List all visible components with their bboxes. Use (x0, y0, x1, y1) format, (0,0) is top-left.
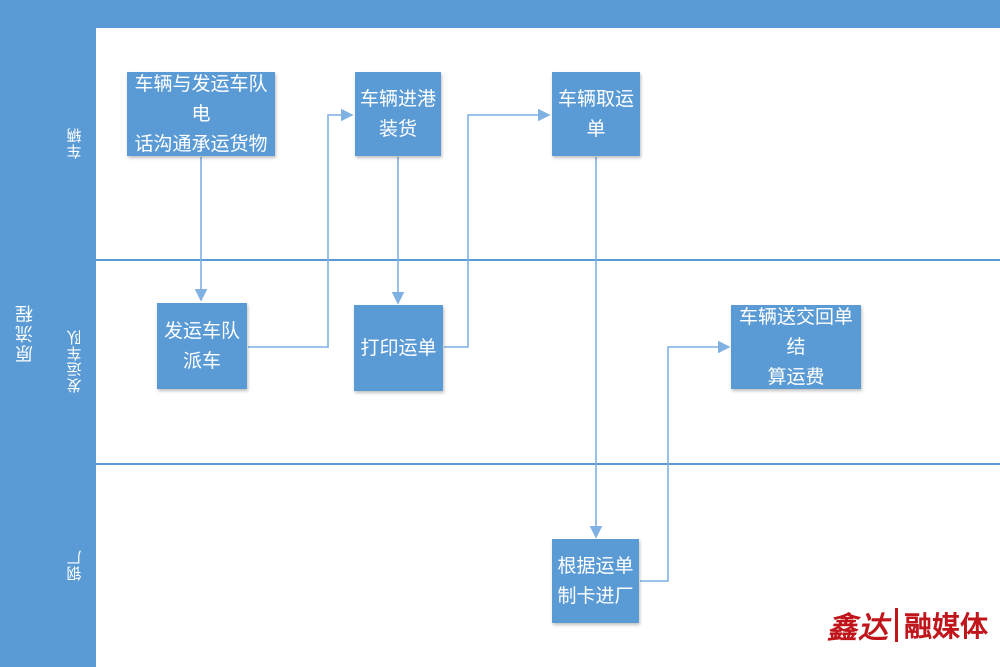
process-box-get-waybill: 车辆取运 单 (552, 72, 640, 156)
watermark-text: 融媒体 (903, 610, 988, 643)
watermark-logo: 鑫达 融媒体 (827, 603, 988, 647)
connector-b7-b6 (640, 340, 731, 582)
connector-b4-b2 (248, 108, 354, 348)
process-box-make-card: 根据运单 制卡进厂 (552, 539, 639, 623)
watermark-divider (894, 608, 898, 642)
process-box-return-receipt: 车辆送交回单结 算运费 (731, 305, 861, 389)
lane-divider (52, 463, 1000, 465)
connector-b5-b3 (444, 108, 551, 348)
process-box-port-loading: 车辆进港 装货 (355, 72, 441, 156)
process-box-dispatch: 发运车队 派车 (157, 303, 247, 389)
process-box-call-fleet: 车辆与发运车队电 话沟通承运货物 (127, 72, 275, 156)
process-box-print-waybill: 打印运单 (354, 305, 443, 391)
lane-divider (52, 259, 1000, 261)
watermark-script: 鑫达 (826, 611, 889, 646)
diagram-header-band (0, 0, 1000, 28)
